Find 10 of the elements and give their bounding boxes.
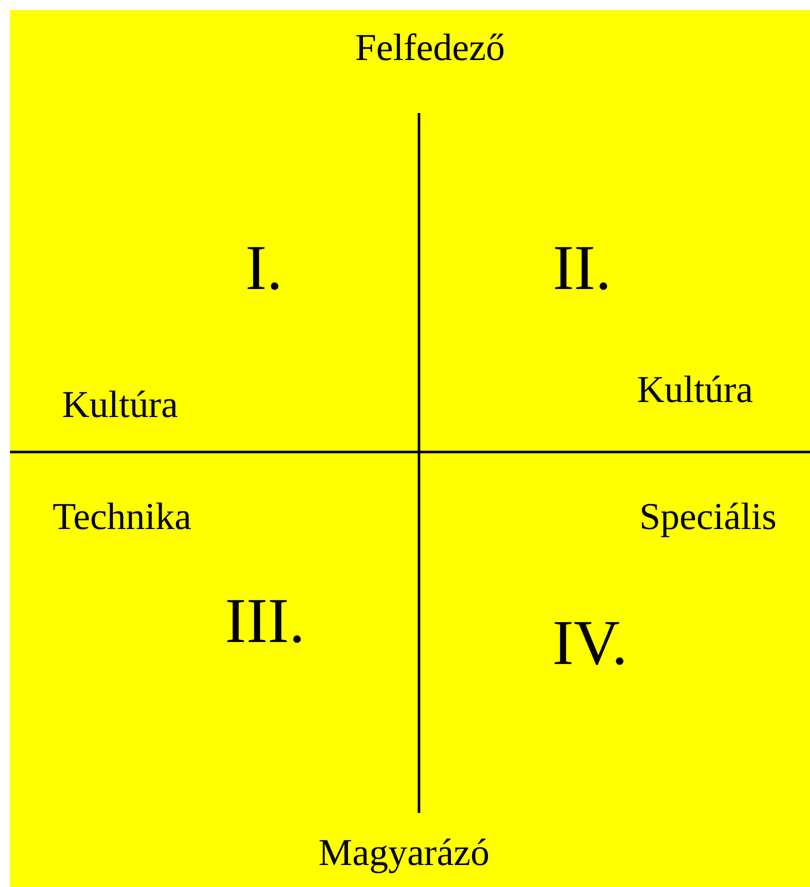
quadrant-number: I. xyxy=(245,236,283,300)
region-label: Speciális xyxy=(639,498,777,536)
quadrant-number: IV. xyxy=(552,611,628,675)
region-label: Kultúra xyxy=(62,386,178,424)
region-label: Technika xyxy=(52,498,192,536)
quadrant-number: II. xyxy=(552,236,612,300)
axis-label: Magyarázó xyxy=(318,834,490,872)
quadrant-number: III. xyxy=(225,589,305,653)
region-label: Kultúra xyxy=(636,371,754,409)
axis-label: Felfedező xyxy=(355,29,505,67)
